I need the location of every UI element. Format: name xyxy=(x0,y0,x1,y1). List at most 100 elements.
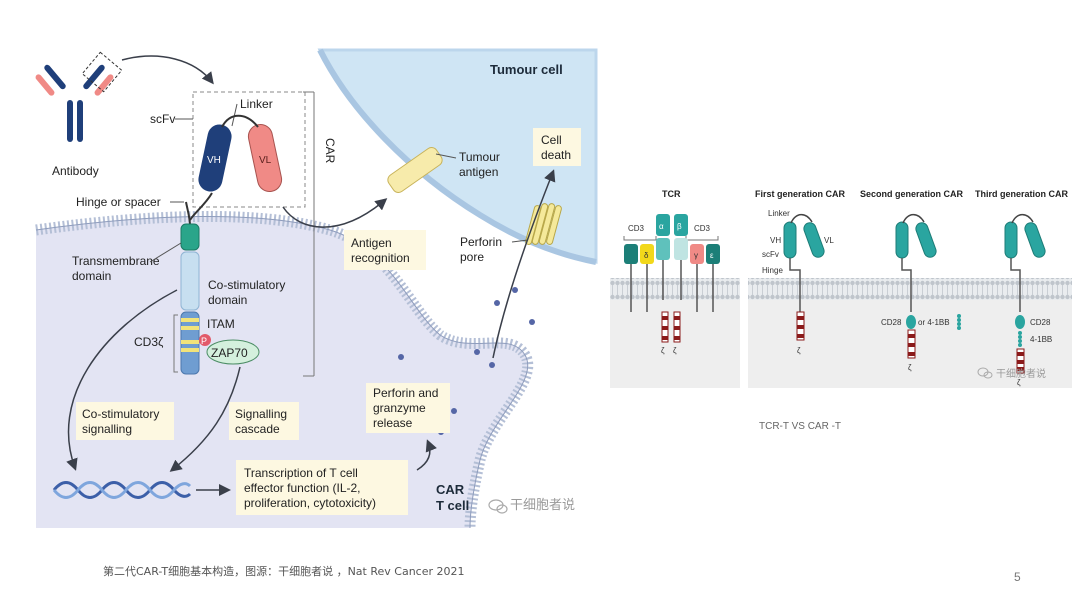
costim-signalling-label-1: Co-stimulatory xyxy=(82,407,159,421)
cd3-left-label: CD3 xyxy=(628,224,645,233)
perforin-release-label-1: Perforin and xyxy=(373,386,438,400)
dna-icon xyxy=(52,481,192,499)
slide-caption: 第二代CAR-T细胞基本构造，图源：干细胞者说 ，Nat Rev Cancer … xyxy=(103,565,465,578)
signalling-cascade-label-1: Signalling xyxy=(235,407,287,421)
tumour-antigen-label-2: antigen xyxy=(459,165,498,179)
vl-label: VL xyxy=(259,155,272,166)
second-gen-zeta: ζ xyxy=(908,363,912,372)
antigen-binding-arrow xyxy=(282,198,388,228)
perforin-release-label-3: release xyxy=(373,416,413,430)
transcription-label-3: proliferation, cytotoxicity) xyxy=(244,496,376,510)
alpha-label: α xyxy=(659,222,664,231)
tcr-complex: CD3 CD3 δ α β γ ε xyxy=(623,214,720,355)
p-label: P xyxy=(201,336,207,346)
cd3-epsilon-right xyxy=(706,244,720,264)
zeta-label-2: ζ xyxy=(673,346,677,355)
vl-domain xyxy=(247,123,283,193)
cell-death-label-1: Cell xyxy=(541,133,562,147)
antibody-label: Antibody xyxy=(52,164,99,178)
tcr-alpha-top xyxy=(656,214,670,236)
cd3z-label: CD3ζ xyxy=(134,335,164,349)
linker-small-label: Linker xyxy=(768,209,790,218)
third-gen-header: Third generation CAR xyxy=(975,189,1069,199)
transmembrane-domain xyxy=(180,223,200,251)
hinge-small-label: Hinge xyxy=(762,266,783,275)
tumour-antigen xyxy=(387,147,443,193)
41bb-label-3: 4-1BB xyxy=(1030,335,1052,344)
transcription-to-release-arrow xyxy=(416,439,437,471)
perforin-release-box xyxy=(366,383,450,433)
or-41bb-label: or 4-1BB xyxy=(918,318,950,327)
cd28-label-3: CD28 xyxy=(1030,318,1051,327)
car-structure-figure: Tumour cell Antibody scFv Linker VH VL xyxy=(35,48,598,529)
first-gen-car: ζ Linker VH VL scFv Hinge xyxy=(762,209,834,355)
page-number: 5 xyxy=(1014,570,1021,584)
costimulatory-domain xyxy=(180,251,200,311)
right-figure-caption: TCR-T VS CAR -T xyxy=(759,421,842,432)
cd28-domain-3 xyxy=(1015,315,1025,329)
tumour-antigen-label-1: Tumour xyxy=(459,150,500,164)
transmembrane-label-1: Transmembrane xyxy=(72,254,160,268)
tcr-beta-top xyxy=(674,214,688,236)
tumour-cell-membrane xyxy=(317,48,597,265)
cell-death-box xyxy=(533,128,581,166)
perforin-pore-label-1: Perforin xyxy=(460,235,502,249)
left-watermark-text: 干细胞者说 xyxy=(510,497,575,512)
second-gen-car: ζ CD28 or 4-1BB xyxy=(881,213,961,372)
cd3-epsilon-left xyxy=(624,244,638,264)
right-wechat-watermark-icon xyxy=(977,367,993,379)
first-gen-zeta: ζ xyxy=(797,346,801,355)
phospho-icon xyxy=(199,334,211,346)
vh-label: VH xyxy=(207,155,221,166)
zeta-label-1: ζ xyxy=(661,346,665,355)
itam-label: ITAM xyxy=(207,317,235,331)
tcr-membrane xyxy=(610,278,740,300)
second-gen-header: Second generation CAR xyxy=(860,189,964,199)
perforin-pore-label-2: pore xyxy=(460,250,484,264)
cd3-right-label: CD3 xyxy=(694,224,711,233)
tcr-header: TCR xyxy=(662,189,681,199)
antigen-recognition-label-1: Antigen xyxy=(351,236,392,250)
signalling-cascade-arrow xyxy=(169,366,241,472)
gamma-label: γ xyxy=(694,251,698,260)
right-watermark-text: 干细胞者说 xyxy=(996,367,1046,380)
antibody-to-scfv-arrow xyxy=(121,55,214,85)
car-label: CAR xyxy=(323,138,337,164)
delta-label: δ xyxy=(644,251,649,260)
antigen-recognition-box xyxy=(344,230,426,270)
car-membrane xyxy=(748,278,1072,300)
costim-domain-label-1: Co-stimulatory xyxy=(208,278,285,292)
eps-label: ε xyxy=(710,251,714,260)
signalling-cascade-box xyxy=(229,402,299,440)
linker-label: Linker xyxy=(240,97,273,111)
first-gen-header: First generation CAR xyxy=(755,189,846,199)
zap70-label: ZAP70 xyxy=(211,346,248,360)
cd28-label-2: CD28 xyxy=(881,318,902,327)
transcription-label-1: Transcription of T cell xyxy=(244,466,358,480)
vh-small-label: VH xyxy=(770,236,781,245)
cd3-gamma xyxy=(690,244,704,264)
cd3-delta xyxy=(640,244,654,264)
costim-domain-label-2: domain xyxy=(208,293,247,307)
cd28-domain-2 xyxy=(906,315,916,329)
vh-domain xyxy=(198,124,232,192)
costim-signalling-box xyxy=(76,402,174,440)
transmembrane-label-2: domain xyxy=(72,269,111,283)
beta-label: β xyxy=(677,222,682,231)
41bb-domain-icon xyxy=(957,314,961,330)
zap70-shape xyxy=(206,339,260,365)
scfv-small-label: scFv xyxy=(762,250,779,259)
car-t-cell-label-2: T cell xyxy=(436,498,469,513)
hinge-label: Hinge or spacer xyxy=(76,195,161,209)
third-gen-zeta: ζ xyxy=(1017,378,1021,387)
tumour-cell-label: Tumour cell xyxy=(490,62,563,77)
perforin-release-label-2: granzyme xyxy=(373,401,426,415)
scfv-box xyxy=(192,91,306,208)
vl-small-label: VL xyxy=(824,236,834,245)
third-gen-car: ζ CD28 4-1BB xyxy=(1004,213,1052,387)
costim-signalling-arrow xyxy=(66,289,178,471)
transcription-box xyxy=(236,460,408,515)
transcription-label-2: effector function (IL-2, xyxy=(244,481,361,495)
